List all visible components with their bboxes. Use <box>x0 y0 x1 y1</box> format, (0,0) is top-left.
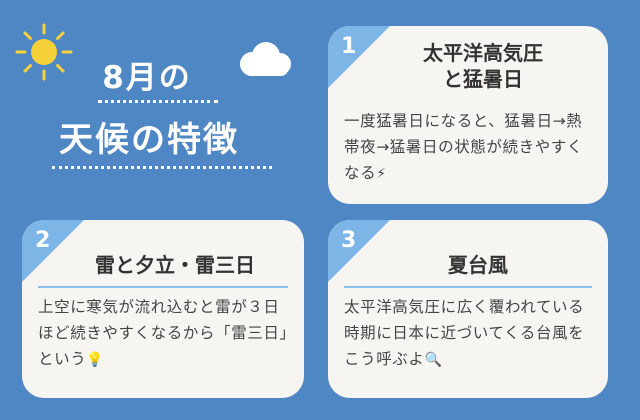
card-number: 2 <box>35 228 51 253</box>
card-title: 夏台風 <box>448 253 508 277</box>
card-title: 太平洋高気圧 と猛暑日 <box>358 40 608 92</box>
magnifier-icon: 🔍 <box>424 352 443 368</box>
card-body: 上空に寒気が流れ込むと雷が３日ほど続きやすくなるから「雷三日」という💡 <box>38 294 292 373</box>
card-body-text: 一度猛暑日になると、猛暑日→熱帯夜→猛暑日の状態が続きやすくなる <box>344 112 583 182</box>
card-title-line-1: 太平洋高気圧 <box>423 41 543 65</box>
sun-icon <box>15 23 73 81</box>
card-high-pressure: 1 太平洋高気圧 と猛暑日 一度猛暑日になると、猛暑日→熱帯夜→猛暑日の状態が続… <box>328 26 608 204</box>
card-body: 一度猛暑日になると、猛暑日→熱帯夜→猛暑日の状態が続きやすくなる⚡ <box>344 108 596 187</box>
card-divider <box>38 286 288 288</box>
card-divider <box>344 286 592 288</box>
card-number: 1 <box>341 34 357 59</box>
card-thunder: 2 雷と夕立・雷三日 上空に寒気が流れ込むと雷が３日ほど続きやすくなるから「雷三… <box>22 220 304 398</box>
card-title-line-2: と猛暑日 <box>443 67 523 91</box>
cloud-icon <box>240 42 291 76</box>
title-line-1: 8月の <box>102 60 192 96</box>
card-badge <box>328 220 390 282</box>
card-number: 3 <box>341 228 357 253</box>
lightbulb-icon: 💡 <box>86 352 105 368</box>
title-line-2: 天候の特徴 <box>59 120 239 160</box>
card-summer-typhoon: 3 夏台風 太平洋高気圧に広く覆われている時期に日本に近づいてくる台風をこう呼ぶ… <box>328 220 608 398</box>
card-badge <box>22 220 84 282</box>
card-body-text: 上空に寒気が流れ込むと雷が３日ほど続きやすくなるから「雷三日」という <box>38 298 288 368</box>
title-underline-1 <box>98 100 218 103</box>
card-title: 雷と夕立・雷三日 <box>95 253 255 277</box>
card-body: 太平洋高気圧に広く覆われている時期に日本に近づいてくる台風をこう呼ぶよ🔍 <box>344 294 596 373</box>
title-underline-2 <box>52 166 272 169</box>
card-body-text: 太平洋高気圧に広く覆われている時期に日本に近づいてくる台風をこう呼ぶよ <box>344 298 585 368</box>
lightning-icon: ⚡ <box>376 166 387 182</box>
card-badge <box>328 26 390 88</box>
